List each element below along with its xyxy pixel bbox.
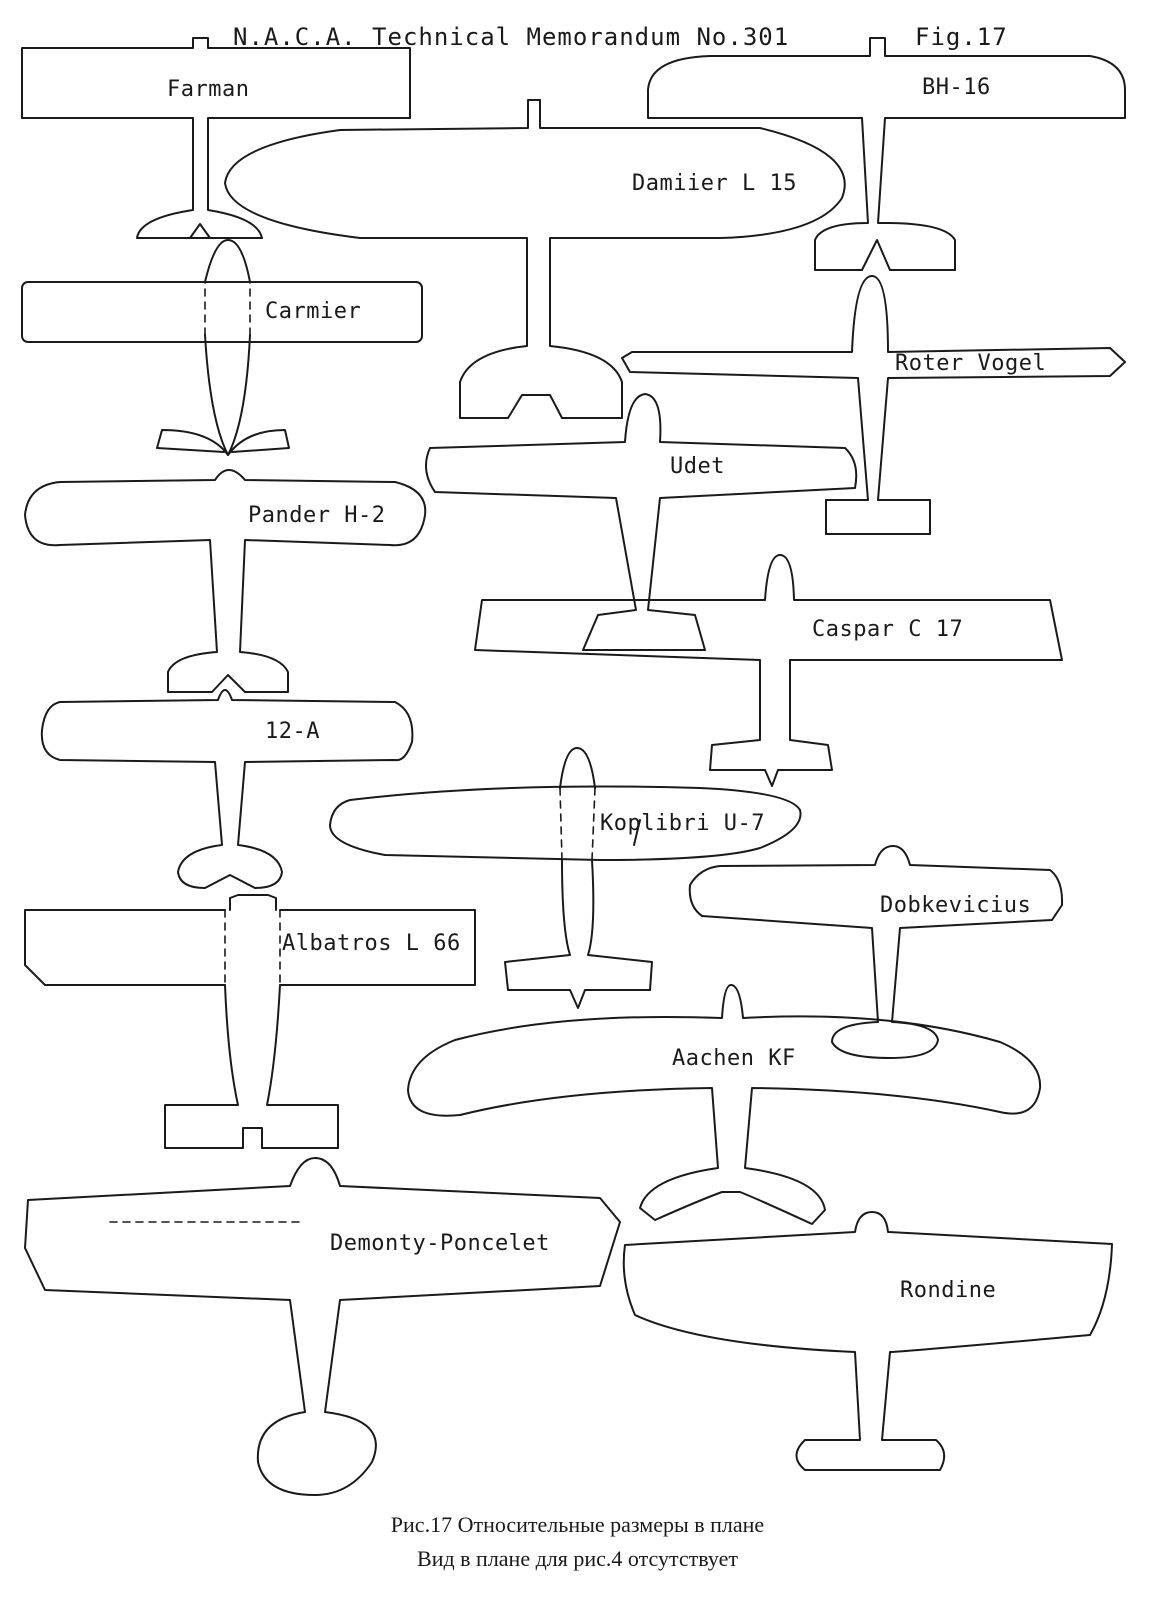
label-udet: Udet — [670, 454, 725, 479]
carmier-fuselage-solid — [204, 334, 251, 456]
plane-carmier: Carmier — [21, 239, 423, 456]
caspar-outline — [474, 554, 1063, 787]
caption-line-1: Рис.17 Относительные размеры в плане — [390, 1512, 765, 1537]
udet-outline — [425, 393, 858, 651]
plane-pander: Pander H-2 — [24, 469, 427, 693]
plane-udet: Udet — [425, 393, 858, 651]
plane-aachen: Aachen KF — [407, 984, 1042, 1225]
plane-dobkevicius: Dobkevicius — [688, 845, 1064, 1059]
label-caspar: Caspar C 17 — [812, 617, 963, 642]
label-aachen: Aachen KF — [672, 1046, 796, 1071]
plane-caspar: Caspar C 17 — [474, 554, 1063, 787]
carmier-tail — [156, 429, 290, 456]
label-roter-vogel: Roter Vogel — [895, 351, 1046, 376]
aachen-outline — [407, 984, 1042, 1225]
dobkevicius-outline — [688, 845, 1064, 1059]
damiler-outline — [224, 99, 846, 419]
label-rondine: Rondine — [900, 1278, 996, 1303]
label-albatros: Albatros L 66 — [282, 931, 461, 956]
plane-12a-outline — [40, 689, 414, 889]
label-bh16: BH-16 — [922, 75, 991, 100]
koplibri-pen-mark — [633, 819, 641, 846]
albatros-fuselage-dashed — [224, 909, 281, 986]
roter-vogel-outline — [621, 275, 1126, 535]
label-pander: Pander H-2 — [248, 503, 385, 528]
rondine-outline — [622, 1211, 1113, 1471]
albatros-wing — [24, 909, 476, 986]
albatros-fuselage — [164, 984, 339, 1149]
label-demonty: Demonty-Poncelet — [330, 1231, 550, 1256]
farman-tail-notch — [189, 223, 211, 239]
bh16-outline — [647, 37, 1126, 271]
albatros-nose — [229, 894, 277, 911]
label-damiler: Damiier L 15 — [632, 171, 797, 196]
farman-outline — [21, 37, 411, 239]
koplibri-fuselage — [504, 859, 653, 1009]
plane-albatros: Albatros L 66 — [24, 894, 476, 1149]
plane-koplibri: Koplibri U-7 — [329, 747, 802, 1009]
plane-farman: Farman — [21, 37, 411, 239]
label-12a: 12-A — [265, 719, 320, 744]
plane-bh16: BH-16 — [647, 37, 1126, 271]
carmier-nose — [204, 239, 251, 283]
koplibri-fuselage-dashed — [559, 787, 596, 861]
plane-roter-vogel: Roter Vogel — [621, 275, 1126, 535]
koplibri-wing — [329, 785, 802, 861]
koplibri-nose — [559, 747, 596, 789]
carmier-fuselage-dashed — [204, 281, 251, 336]
plane-12a: 12-A — [40, 689, 414, 889]
plane-demonty: Demonty-Poncelet — [24, 1157, 621, 1496]
plane-damiler: Damiier L 15 — [224, 99, 846, 419]
memo-title: N.A.C.A. Technical Memorandum No.301 — [233, 23, 789, 51]
figure-label: Fig.17 — [915, 23, 1008, 51]
plane-rondine: Rondine — [622, 1211, 1113, 1471]
label-dobkevicius: Dobkevicius — [880, 893, 1031, 918]
carmier-wing — [21, 281, 423, 343]
label-carmier: Carmier — [265, 299, 361, 324]
pander-outline — [24, 469, 427, 693]
demonty-outline — [24, 1157, 621, 1496]
figure-caption: Рис.17 Относительные размеры в плане Вид… — [0, 1508, 1155, 1576]
label-farman: Farman — [167, 77, 249, 102]
caption-line-2: Вид в плане для рис.4 отсутствует — [417, 1546, 738, 1571]
label-koplibri: Koplibri U-7 — [600, 811, 765, 836]
